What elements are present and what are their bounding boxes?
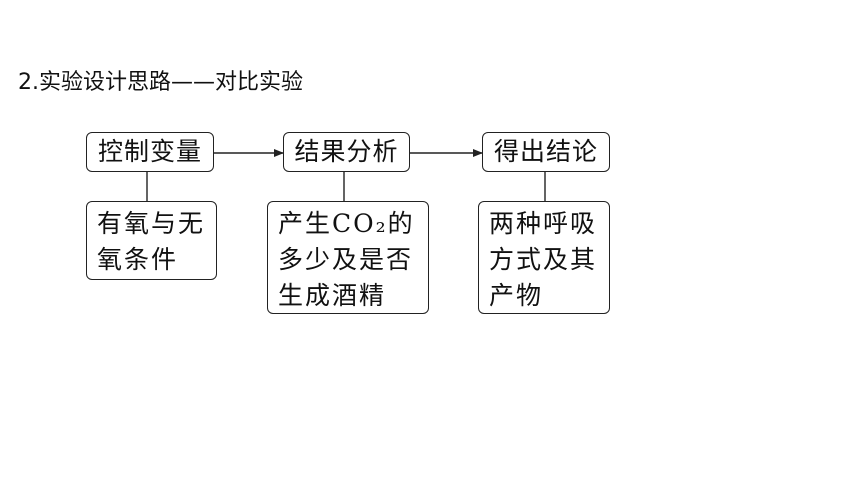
detail-line: 两种呼吸	[489, 209, 598, 238]
step-label: 结果分析	[294, 137, 399, 166]
detail-box-co2-and-alcohol: 产生CO₂的 多少及是否 生成酒精	[267, 201, 429, 314]
detail-box-respiration-types: 两种呼吸 方式及其 产物	[478, 201, 610, 314]
detail-box-oxygen-conditions: 有氧与无 氧条件	[86, 201, 217, 280]
detail-line: 产物	[489, 281, 544, 310]
detail-line: 生成酒精	[278, 281, 387, 310]
detail-line: 氧条件	[97, 245, 179, 274]
detail-line: 方式及其	[489, 245, 598, 274]
detail-line: 多少及是否	[278, 245, 414, 274]
detail-line: 产生CO₂的	[278, 209, 415, 238]
step-box-control-variables: 控制变量	[86, 132, 214, 172]
step-label: 控制变量	[97, 137, 202, 166]
step-box-result-analysis: 结果分析	[283, 132, 410, 172]
step-box-draw-conclusion: 得出结论	[482, 132, 610, 172]
step-label: 得出结论	[493, 137, 598, 166]
section-title: 2.实验设计思路——对比实验	[18, 70, 303, 95]
detail-line: 有氧与无	[97, 209, 206, 238]
